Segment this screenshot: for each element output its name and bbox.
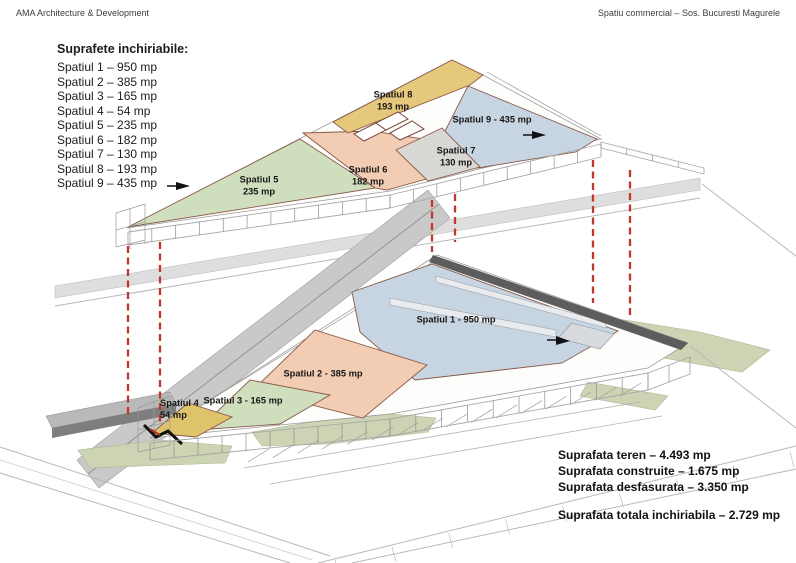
parapet-line bbox=[486, 71, 602, 137]
zone-spatiul-4 bbox=[150, 402, 234, 438]
partition-room bbox=[375, 111, 409, 131]
zone-spatiul-8 bbox=[332, 59, 484, 134]
road-center-line bbox=[0, 459, 313, 561]
landscape-strip bbox=[579, 381, 669, 411]
area-summary: Suprafata teren – 4.493 mp Suprafata con… bbox=[558, 447, 780, 523]
stair-tower-wireframe bbox=[137, 395, 171, 453]
entrance-arrow-icon bbox=[523, 131, 546, 139]
stair-block bbox=[557, 322, 615, 350]
legend-title: Suprafete inchiriabile: bbox=[57, 42, 189, 56]
summary-line: Suprafata desfasurata – 3.350 mp bbox=[558, 480, 749, 494]
sidewalk-edge bbox=[317, 445, 796, 563]
summary-total: Suprafata totala inchiriabila – 2.729 mp bbox=[558, 508, 781, 522]
legend-item: Spatiul 8 – 193 mp bbox=[57, 161, 158, 176]
lower-floor-plan bbox=[137, 254, 689, 453]
sidewalk-edge bbox=[351, 468, 796, 563]
stair-tower-wireframe bbox=[115, 203, 146, 249]
escalator-rail bbox=[149, 428, 161, 436]
project-title: Spatiu commercial – Sos. Bucuresti Magur… bbox=[597, 8, 780, 18]
facade-wireframe bbox=[127, 141, 705, 461]
alignment-guides bbox=[126, 160, 632, 426]
road-edge bbox=[0, 472, 291, 563]
escalator-icon bbox=[142, 423, 184, 446]
zone-label-spatiul-9: Spatiul 9 - 435 mp bbox=[452, 114, 532, 125]
road-edge bbox=[0, 446, 331, 557]
road-edge bbox=[701, 183, 796, 257]
rentable-areas-legend: Suprafete inchiriabile: Spatiul 1 – 950 … bbox=[57, 42, 188, 191]
legend-item: Spatiul 2 – 385 mp bbox=[57, 74, 158, 89]
parking-stripes bbox=[243, 382, 663, 485]
zone-label-spatiul-2: Spatiul 2 - 385 mp bbox=[283, 368, 363, 379]
legend-item: Spatiul 1 – 950 mp bbox=[57, 60, 158, 74]
legend-item: Spatiul 9 – 435 mp bbox=[57, 176, 158, 190]
roof-band bbox=[429, 255, 688, 350]
entrance-arrow-icon bbox=[547, 336, 570, 345]
zone-spatiul-9 bbox=[440, 85, 598, 169]
retaining-wall-front bbox=[52, 404, 176, 438]
landscape-strip bbox=[77, 439, 233, 469]
zone-label-spatiul-3: Spatiul 3 - 165 mp bbox=[203, 395, 283, 406]
legend-item: Spatiul 7 – 130 mp bbox=[57, 147, 158, 161]
partition-room bbox=[389, 120, 426, 141]
upper-floor-plan bbox=[115, 59, 603, 249]
legend-item: Spatiul 5 – 235 mp bbox=[57, 118, 158, 132]
summary-line: Suprafata construite – 1.675 mp bbox=[558, 464, 740, 478]
legend-item: Spatiul 6 – 182 mp bbox=[57, 132, 158, 147]
zone-spatiul-7 bbox=[395, 127, 481, 182]
company-name: AMA Architecture & Development bbox=[16, 8, 150, 18]
interior-wall bbox=[435, 275, 607, 329]
legend-item: Spatiul 4 – 54 mp bbox=[57, 103, 151, 118]
zone-spatiul-5 bbox=[127, 138, 377, 228]
legend-item: Spatiul 3 – 165 mp bbox=[57, 89, 158, 103]
road-edge bbox=[689, 345, 796, 429]
summary-line: Suprafata teren – 4.493 mp bbox=[558, 448, 711, 462]
entrance-arrow-icon bbox=[167, 182, 190, 190]
zone-label-spatiul-1: Spatiul 1 - 950 mp bbox=[416, 314, 496, 325]
